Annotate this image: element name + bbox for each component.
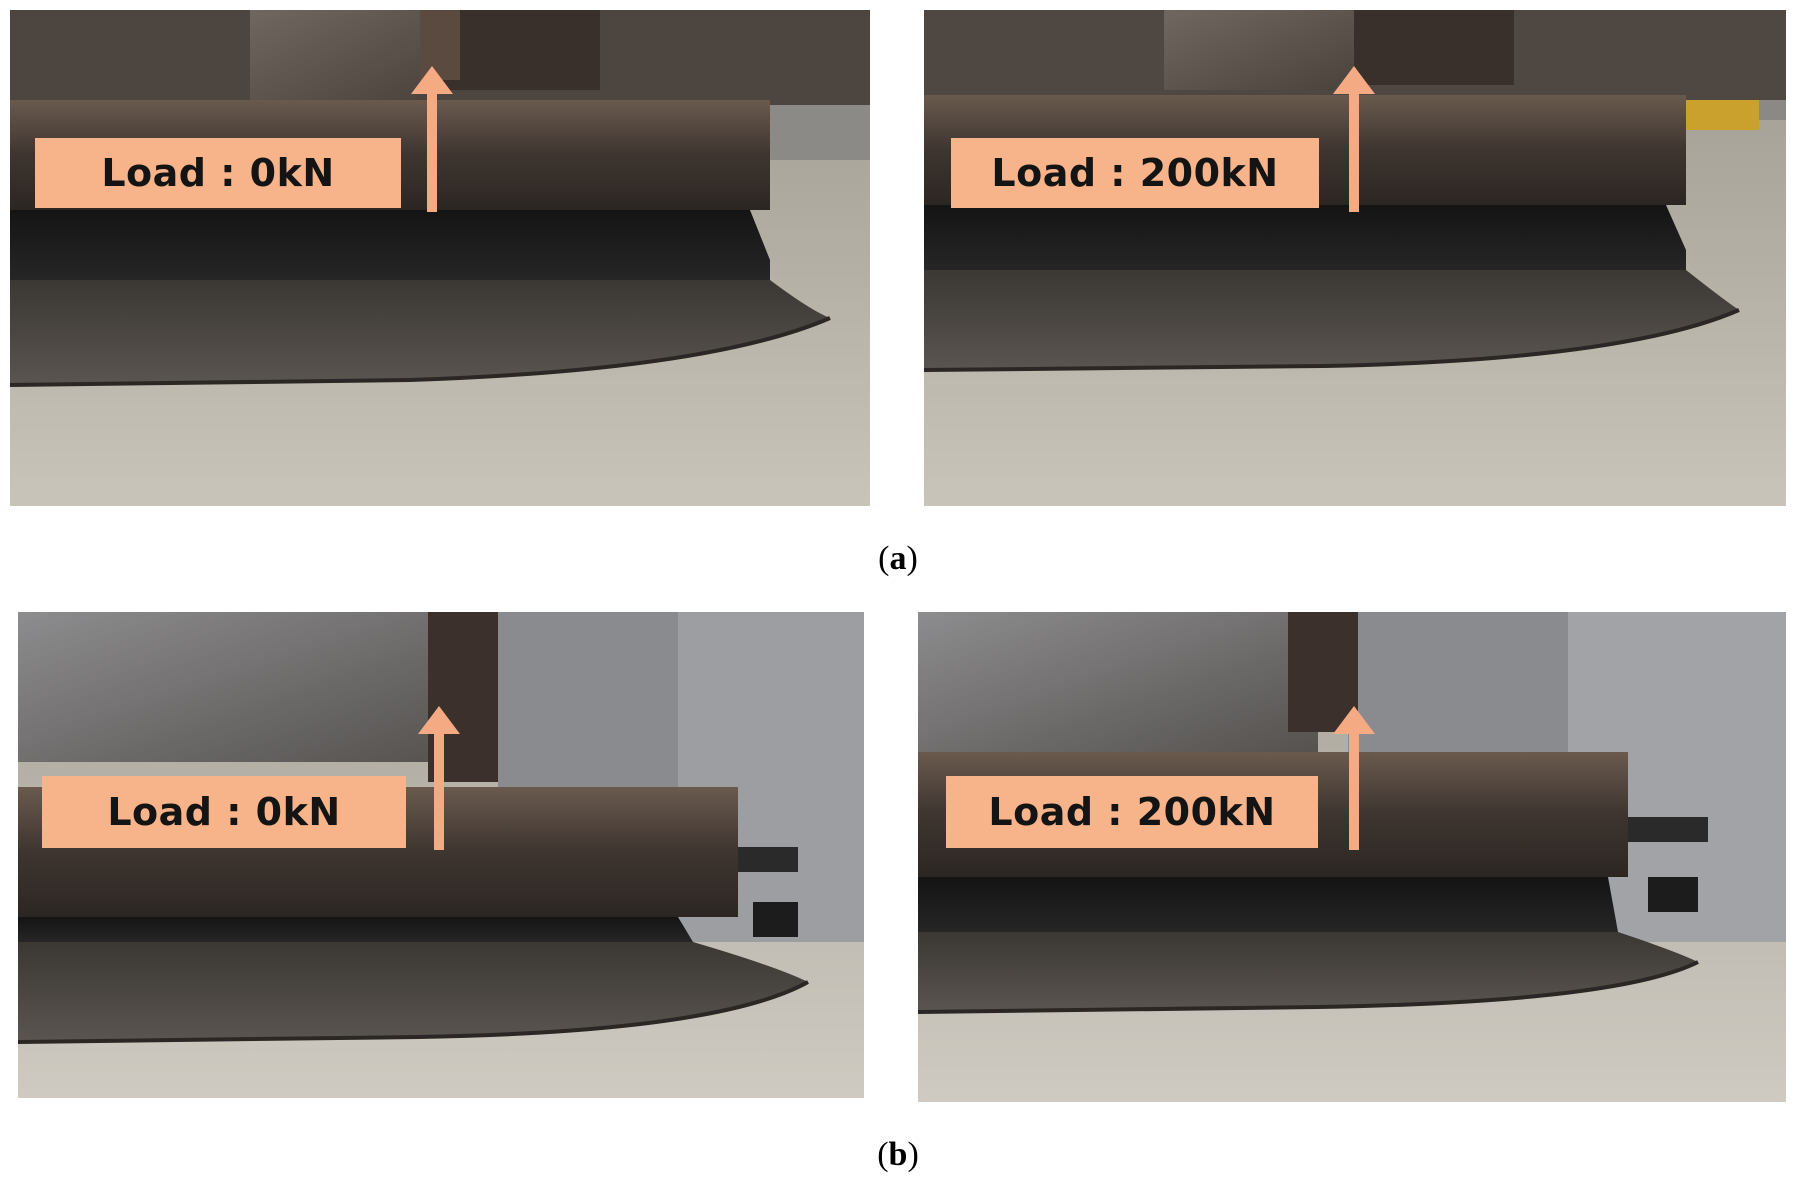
caption-b: (b) bbox=[877, 1136, 919, 1173]
up-arrow-icon bbox=[411, 66, 453, 212]
load-label-a-0kN: Load : 0kN bbox=[35, 138, 401, 208]
caption-b-letter: b bbox=[888, 1136, 908, 1173]
up-arrow-icon bbox=[418, 706, 460, 850]
up-arrow-icon bbox=[1333, 706, 1375, 850]
up-arrow-icon bbox=[1333, 66, 1375, 212]
photo-b-0kN bbox=[18, 612, 864, 1098]
photo-b-0kN-image bbox=[18, 612, 864, 1098]
photo-b-200kN-image bbox=[918, 612, 1786, 1102]
photo-b-200kN bbox=[918, 612, 1786, 1102]
load-label-b-200kN: Load : 200kN bbox=[946, 776, 1318, 848]
caption-a: (a) bbox=[878, 540, 918, 577]
caption-a-letter: a bbox=[889, 540, 907, 577]
load-label-a-200kN: Load : 200kN bbox=[951, 138, 1319, 208]
load-label-b-0kN: Load : 0kN bbox=[42, 776, 406, 848]
